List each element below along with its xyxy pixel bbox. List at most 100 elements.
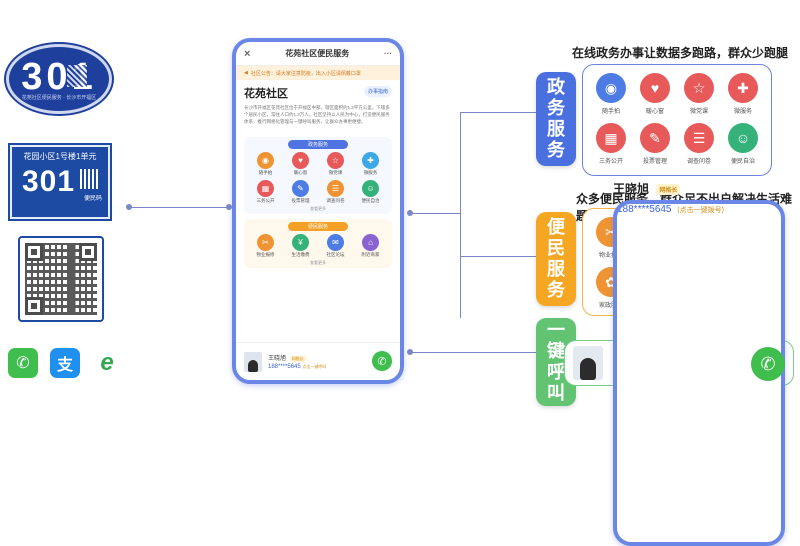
heart-icon: ♥ (292, 152, 309, 169)
avatar (573, 346, 603, 380)
gov-grid: ◉随手拍♥暖心窗☆微党课✚微服务▦三务公开✎投票管理☰调查问卷☺便民自治 (248, 152, 388, 204)
call-button[interactable]: ✆ (751, 347, 785, 381)
vote-icon: ✎ (640, 123, 670, 153)
gov-section: 政务服务 ◉随手拍♥暖心窗☆微党课✚微服务▦三务公开✎投票管理☰调查问卷☺便民自… (244, 137, 392, 214)
service-item-label: 暖心窗 (645, 109, 664, 115)
phone-header: × 花苑社区便民服务 ··· (236, 42, 400, 66)
gov-more-link[interactable]: 查看更多 (310, 206, 326, 211)
oval-door-plate: 301 花苑社区便民服务 · 长沙市开福区 (6, 44, 112, 114)
survey-icon: ☰ (327, 180, 344, 197)
service-item[interactable]: ✎投票管理 (283, 180, 318, 204)
service-item[interactable]: ▦三务公开 (248, 180, 283, 204)
service-item[interactable]: ◉ 随手拍 (589, 73, 633, 115)
gov-caption: 在线政务办事让数据多跑路，群众少跑腿 (572, 46, 789, 60)
service-item[interactable]: ¥生活缴费 (283, 234, 318, 258)
contact-phone: 188****5645 (268, 364, 301, 370)
qr-code-icon (67, 65, 87, 87)
service-item[interactable]: ☺ 便民自治 (721, 123, 765, 165)
call-button[interactable]: ✆ (372, 351, 392, 371)
service-item-label: 物业报修 (256, 252, 275, 257)
community-description: 长沙市开福区花苑社区位于开福区中部，辖区面积约1.2平方公里，下辖多个居民小区，… (244, 105, 390, 124)
service-icon: ✚ (362, 152, 379, 169)
phone-title: 花苑社区便民服务 (285, 49, 350, 58)
camera-icon: ◉ (257, 152, 274, 169)
service-item[interactable]: ♥暖心窗 (633, 73, 677, 115)
phone-icon: ✆ (760, 353, 776, 374)
contact-name: 王晓旭 (268, 356, 287, 362)
phone-contact-bar: 王晓旭 网格长 188****5645 点击一键呼叫 ✆ (236, 342, 400, 380)
gov-service-grid: ◉ 随手拍 ♥暖心窗☆微党课✚ 微服务 ▦ 三务公开 ✎投票管理☰调查问卷☺ 便民自治 (583, 65, 771, 173)
connector-line (410, 352, 536, 353)
service-item-label: 三务公开 (598, 159, 623, 165)
service-item[interactable]: ✉社区论坛 (318, 234, 353, 258)
gov-service-tag: 政务服务 (536, 72, 576, 166)
service-item[interactable]: ☆微党课 (318, 152, 353, 176)
avatar (244, 351, 262, 372)
service-item-label: 便民自治 (730, 159, 755, 165)
service-item[interactable]: ☰调查问卷 (318, 180, 353, 204)
survey-icon: ☰ (684, 123, 714, 153)
connector-line (460, 256, 536, 257)
qr-corner-icon (25, 297, 43, 315)
large-qr-code[interactable] (18, 236, 104, 322)
service-item-label: 调查问卷 (326, 198, 345, 203)
connector-dot (407, 349, 413, 355)
connector-dot (226, 204, 232, 210)
service-item[interactable]: ✂物业报修 (248, 234, 283, 258)
rect-door-plate: 花园小区1号楼1单元 301 便民码 (10, 145, 110, 219)
life-service-tag: 便民服务 (536, 212, 576, 306)
service-icon: ✚ (728, 73, 758, 103)
service-item[interactable]: ☆微党课 (677, 73, 721, 115)
life-more-link[interactable]: 查看更多 (310, 260, 326, 265)
service-item[interactable]: ☰调查问卷 (677, 123, 721, 165)
service-item[interactable]: ☺便民自治 (353, 180, 388, 204)
service-item[interactable]: ✚ 微服务 (721, 73, 765, 115)
more-icon[interactable]: ··· (384, 49, 392, 58)
browser-icon[interactable]: e (92, 348, 122, 378)
service-item-label: 社区论坛 (326, 252, 345, 257)
qr-code-icon (80, 169, 100, 189)
service-item-label: 三务公开 (256, 198, 275, 203)
phone-icon: ✆ (377, 355, 387, 368)
forum-icon: ✉ (327, 234, 344, 251)
service-item[interactable]: ♥暖心窗 (283, 152, 318, 176)
notice-bar[interactable]: ◀ 社区公告：请大家注意防疫，出入小区请佩戴口罩 (236, 66, 400, 80)
connector-line (410, 213, 460, 214)
pay-icon: ¥ (292, 234, 309, 251)
camera-icon: ◉ (596, 73, 626, 103)
service-item-label: 微党课 (689, 109, 708, 115)
role-badge: 网格长 (656, 184, 681, 196)
alipay-icon[interactable]: 支 (50, 348, 80, 378)
role-badge: 网格长 (289, 356, 306, 362)
connector-dot (126, 204, 132, 210)
service-item[interactable]: ✎投票管理 (633, 123, 677, 165)
service-item-label: 微服务 (363, 170, 378, 175)
vote-icon: ✎ (292, 180, 309, 197)
connector-line (128, 207, 228, 208)
wechat-icon[interactable]: ✆ (8, 348, 38, 378)
life-section-label: 便民服务 (288, 222, 348, 231)
service-item-label: 随手拍 (258, 170, 273, 175)
service-item-label: 微服务 (733, 109, 752, 115)
calendar-icon: ▦ (596, 123, 626, 153)
call-contact-phone: 188****5645 (617, 204, 672, 215)
close-icon[interactable]: × (244, 47, 251, 60)
service-item[interactable]: ⌂附近商家 (353, 234, 388, 258)
service-item[interactable]: ▦ 三务公开 (589, 123, 633, 165)
guide-button[interactable]: 办事指南 (363, 86, 392, 97)
repair-icon: ✂ (257, 234, 274, 251)
call-hint: (点击一键拨号) (677, 207, 724, 214)
oval-plate-subtext: 花苑社区便民服务 · 长沙市开福区 (21, 95, 97, 101)
qr-code-icon (25, 243, 97, 315)
call-card: 王晓旭 网格长 188****5645 (点击一键拨号) ✆ (564, 182, 794, 546)
service-item[interactable]: ◉随手拍 (248, 152, 283, 176)
life-section: 便民服务 ✂物业报修¥生活缴费✉社区论坛⌂附近商家 查看更多 (244, 219, 392, 268)
people-icon: ☺ (728, 123, 758, 153)
service-item-label: 随手拍 (601, 109, 620, 115)
connector-dot (407, 210, 413, 216)
rect-plate-number: 301 (22, 165, 76, 198)
service-item[interactable]: ✚微服务 (353, 152, 388, 176)
notice-text: 社区公告：请大家注意防疫，出入小区请佩戴口罩 (250, 70, 361, 77)
shop-icon: ⌂ (362, 234, 379, 251)
speaker-icon: ◀ (244, 70, 248, 76)
